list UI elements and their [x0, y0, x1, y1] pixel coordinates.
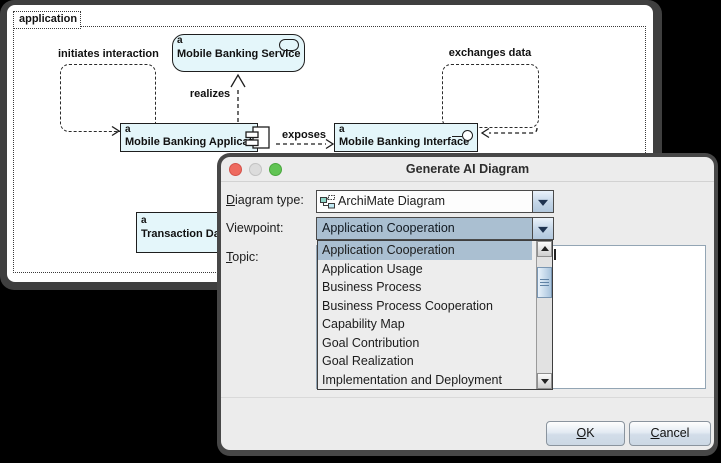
- initiates-interaction-label: initiates interaction: [58, 48, 159, 60]
- exposes-relation-label: exposes: [281, 129, 327, 141]
- generate-ai-diagram-dialog: Generate AI Diagram Diagram type: ArchiM…: [221, 157, 714, 450]
- mobile-banking-interface-node[interactable]: a Mobile Banking Interface: [334, 123, 478, 152]
- scroll-down-icon: [540, 379, 549, 384]
- mnemonic: T: [226, 250, 233, 264]
- chevron-down-icon: [538, 199, 548, 206]
- minimize-button[interactable]: [249, 163, 262, 176]
- oval-service-icon: [279, 39, 299, 51]
- button-text: ancel: [659, 426, 690, 440]
- scroll-up-button[interactable]: [537, 241, 552, 257]
- application-group-label: application: [13, 11, 81, 29]
- viewpoint-label: Viewpoint:: [226, 221, 284, 235]
- mobile-banking-service-node[interactable]: a Mobile Banking Service: [172, 34, 305, 72]
- button-text: K: [586, 426, 595, 440]
- dropdown-option[interactable]: Goal Contribution: [322, 335, 420, 350]
- label-text: iagram type:: [235, 193, 304, 207]
- element-type-badge: a: [339, 124, 345, 135]
- traffic-lights: [229, 163, 282, 176]
- scroll-up-icon: [540, 246, 549, 251]
- mnemonic: O: [576, 426, 587, 440]
- element-label: Transaction Data: [141, 228, 230, 240]
- diagram-type-label: Diagram type:: [226, 193, 304, 207]
- dropdown-option[interactable]: Goal Realization: [322, 354, 414, 368]
- ok-button[interactable]: OK: [546, 421, 625, 446]
- topic-label: Topic:: [226, 250, 259, 264]
- element-type-badge: a: [125, 124, 131, 135]
- diagram-type-value: ArchiMate Diagram: [338, 194, 445, 208]
- archimate-diagram: application initiates interaction exchan…: [13, 11, 646, 273]
- uml-component-icon: [245, 125, 273, 155]
- initiates-interaction-element[interactable]: [60, 64, 156, 132]
- dropdown-option[interactable]: Business Process Cooperation: [322, 298, 493, 313]
- dropdown-option[interactable]: Implementation and Deployment: [322, 372, 502, 387]
- viewpoint-value: Application Cooperation: [322, 221, 455, 235]
- dropdown-option[interactable]: Application Cooperation: [318, 241, 532, 260]
- dropdown-option[interactable]: Application Usage: [322, 261, 423, 276]
- thumb-grip: [540, 279, 549, 286]
- dialog-title: Generate AI Diagram: [405, 162, 530, 176]
- dropdown-option[interactable]: Capability Map: [322, 317, 405, 331]
- cancel-button[interactable]: Cancel: [629, 421, 711, 446]
- close-button[interactable]: [229, 163, 242, 176]
- element-type-badge: a: [177, 35, 183, 46]
- scrollbar-thumb[interactable]: [537, 267, 552, 298]
- viewpoint-dropdown-button[interactable]: [532, 218, 553, 239]
- text-caret: [554, 249, 556, 260]
- zoom-button[interactable]: [269, 163, 282, 176]
- label-text: opic:: [232, 250, 259, 264]
- element-label: Mobile Banking Service: [177, 48, 301, 60]
- button-area-separator: [221, 397, 714, 398]
- archimate-diagram-icon: [320, 195, 335, 212]
- mobile-banking-application-node[interactable]: a Mobile Banking Application: [120, 123, 270, 152]
- element-label: Mobile Banking Application: [125, 136, 269, 148]
- mnemonic: D: [226, 193, 236, 207]
- dropdown-option[interactable]: Business Process: [322, 280, 422, 294]
- dropdown-scrollbar[interactable]: [536, 241, 552, 389]
- viewpoint-dropdown-list: Application Cooperation Application Usag…: [317, 240, 553, 390]
- element-type-badge: a: [141, 215, 147, 226]
- lollipop-interface-icon: [462, 130, 473, 141]
- lollipop-interface-icon: [452, 136, 462, 137]
- diagram-type-dropdown-button[interactable]: [532, 191, 553, 212]
- dialog-titlebar: Generate AI Diagram: [221, 157, 714, 182]
- element-label: Mobile Banking Interface: [339, 136, 470, 148]
- chevron-down-icon: [538, 226, 548, 233]
- mnemonic: C: [650, 426, 660, 440]
- viewpoint-combobox[interactable]: Application Cooperation: [316, 217, 554, 240]
- exchanges-data-label: exchanges data: [448, 47, 532, 59]
- exchanges-data-element[interactable]: [442, 64, 539, 128]
- realizes-relation-label: realizes: [189, 88, 231, 100]
- diagram-type-combobox[interactable]: ArchiMate Diagram: [316, 190, 554, 213]
- scroll-down-button[interactable]: [537, 373, 552, 389]
